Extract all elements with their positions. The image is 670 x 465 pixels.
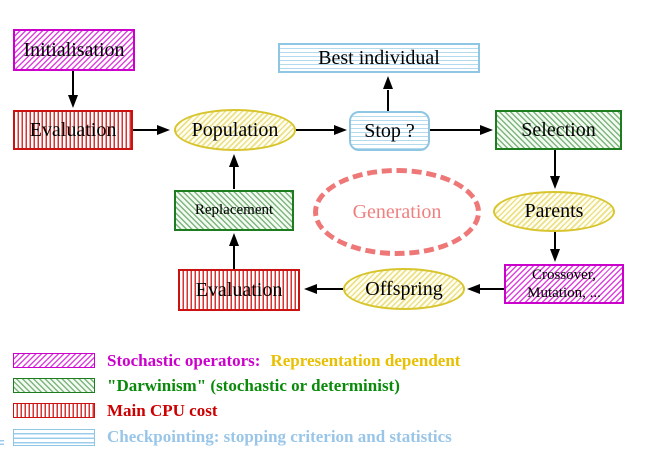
node-population: Population [174,109,296,151]
node-crossover-mutation: Crossover, Mutation, ... [504,264,624,304]
node-offspring: Offspring [343,268,465,310]
legend-checkpointing-text: Checkpointing: stopping criterion and st… [107,427,452,446]
node-initialisation-label: Initialisation [23,38,125,61]
node-generation-label: Generation [352,200,442,223]
node-initialisation: Initialisation [13,29,135,71]
node-offspring-label: Offspring [365,277,443,300]
legend-row-darwinism: "Darwinism" (stochastic or determinist) [0,376,670,396]
legend-darwinism-text: "Darwinism" (stochastic or determinist) [107,376,400,395]
node-crossover-label: Crossover, [532,267,596,283]
clipped-cyan-fragment [0,438,4,447]
legend-stochastic-operators-text: Stochastic operators: [107,351,261,370]
node-mutation-label: Mutation, ... [527,285,601,301]
node-evaluation-bottom: Evaluation [178,269,300,311]
legend-swatch-magenta-hatch [13,353,95,368]
node-best-individual: Best individual [278,43,480,73]
node-population-label: Population [191,118,279,141]
legend-representation-dependent-text: Representation dependent [270,351,461,370]
node-stop-label: Stop ? [364,119,415,142]
node-parents: Parents [493,191,615,232]
legend-label-stochastic: Stochastic operators: Representation depe… [107,351,460,370]
node-evaluation-top-label: Evaluation [29,118,117,141]
node-stop: Stop ? [349,111,430,151]
node-selection-label: Selection [521,118,596,141]
node-best-individual-label: Best individual [318,46,440,69]
node-generation: Generation [313,168,481,256]
node-replacement: Replacement [174,190,294,231]
legend-row-cpu-cost: Main CPU cost [0,401,670,421]
node-evaluation-top: Evaluation [13,110,133,150]
node-parents-label: Parents [524,200,584,222]
node-replacement-label: Replacement [194,202,274,218]
legend-row-stochastic: Stochastic operators: Representation depe… [0,351,670,371]
legend-swatch-green-hatch [13,378,95,393]
node-selection: Selection [495,110,622,150]
node-evaluation-bottom-label: Evaluation [195,278,283,301]
legend-cpu-cost-text: Main CPU cost [107,401,218,420]
legend-row-checkpointing: Checkpointing: stopping criterion and st… [0,427,670,447]
legend-swatch-cyan-stripes [13,429,95,446]
legend-swatch-red-stripes [13,403,95,418]
